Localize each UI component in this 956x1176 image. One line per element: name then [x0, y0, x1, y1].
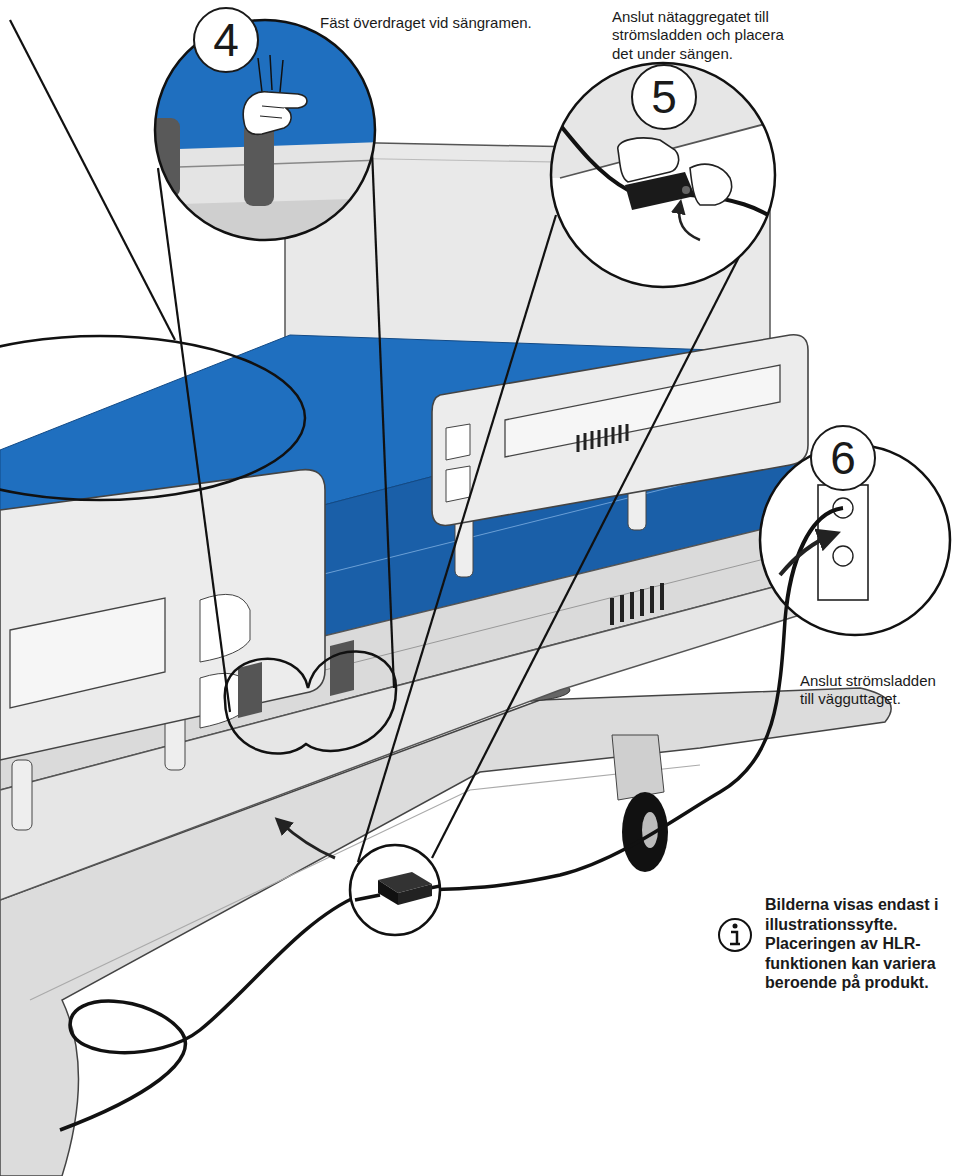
- power-cord: [785, 508, 843, 620]
- side-rail: [0, 470, 325, 760]
- callout-number: 4: [193, 7, 259, 73]
- detail-background: [548, 60, 780, 292]
- rail-handle-hole: [200, 594, 250, 662]
- direction-arrow: [780, 535, 832, 575]
- frame-vents: [612, 583, 662, 625]
- leader-line: [158, 168, 230, 712]
- power-cord: [60, 895, 360, 1130]
- highlight-ellipse: [0, 336, 305, 500]
- step-caption: Anslut strömsladden till vägguttaget.: [800, 672, 954, 709]
- rail-window: [10, 598, 165, 708]
- detail-circle: [155, 20, 375, 240]
- power-adapter: [398, 884, 432, 905]
- leader-line: [432, 255, 740, 858]
- cover-strap: [238, 662, 262, 718]
- callout-number-text: 4: [213, 17, 239, 63]
- direction-arrow: [280, 822, 335, 858]
- power-cord: [548, 110, 628, 190]
- zoom-outlet: [780, 485, 868, 620]
- wall-outlet: [818, 485, 868, 600]
- callout-number: 6: [810, 425, 876, 491]
- outlet-socket: [833, 546, 853, 566]
- rail-grill: [578, 424, 627, 452]
- info-icon-bar: [730, 932, 740, 944]
- rail-handle-hole: [446, 466, 470, 502]
- callout-number: 5: [631, 64, 697, 130]
- info-icon-dot: [733, 924, 738, 929]
- rail-window: [505, 365, 780, 457]
- zoom-strap: [150, 15, 385, 245]
- detail-circle: [350, 845, 440, 935]
- hand: [243, 92, 307, 135]
- mattress-detail: [150, 15, 385, 245]
- zoom-adapter: [548, 60, 790, 292]
- leader-line: [372, 150, 394, 688]
- hand-finger: [260, 106, 284, 118]
- rail-leg: [12, 760, 32, 830]
- cover-strap: [330, 640, 354, 696]
- hand: [618, 138, 679, 182]
- power-adapter: [378, 880, 398, 905]
- step-caption: Fäst överdraget vid sängramen.: [320, 14, 560, 32]
- direction-arrow: [679, 205, 700, 240]
- leader-line: [10, 20, 175, 340]
- motion-lines: [258, 55, 283, 92]
- side-rail: [432, 335, 808, 526]
- rail-handle-hole: [446, 424, 470, 460]
- caster-fork: [612, 735, 664, 800]
- info-icon: [719, 919, 751, 951]
- callout-number-text: 5: [651, 74, 677, 120]
- detail-circle: [551, 63, 775, 287]
- highlight-outline: [225, 651, 396, 753]
- hand: [690, 164, 732, 205]
- callout-number-text: 6: [830, 435, 856, 481]
- step-caption: Anslut nätaggregatet till strömsladden o…: [612, 8, 800, 63]
- leader-line: [358, 215, 556, 862]
- adapter-detail: [355, 872, 445, 905]
- adapter-port: [682, 186, 690, 194]
- caster-wheel: [622, 792, 668, 872]
- vent-slot: [612, 583, 662, 625]
- note-text: Bilderna visas endast i illustrationssyf…: [765, 895, 947, 993]
